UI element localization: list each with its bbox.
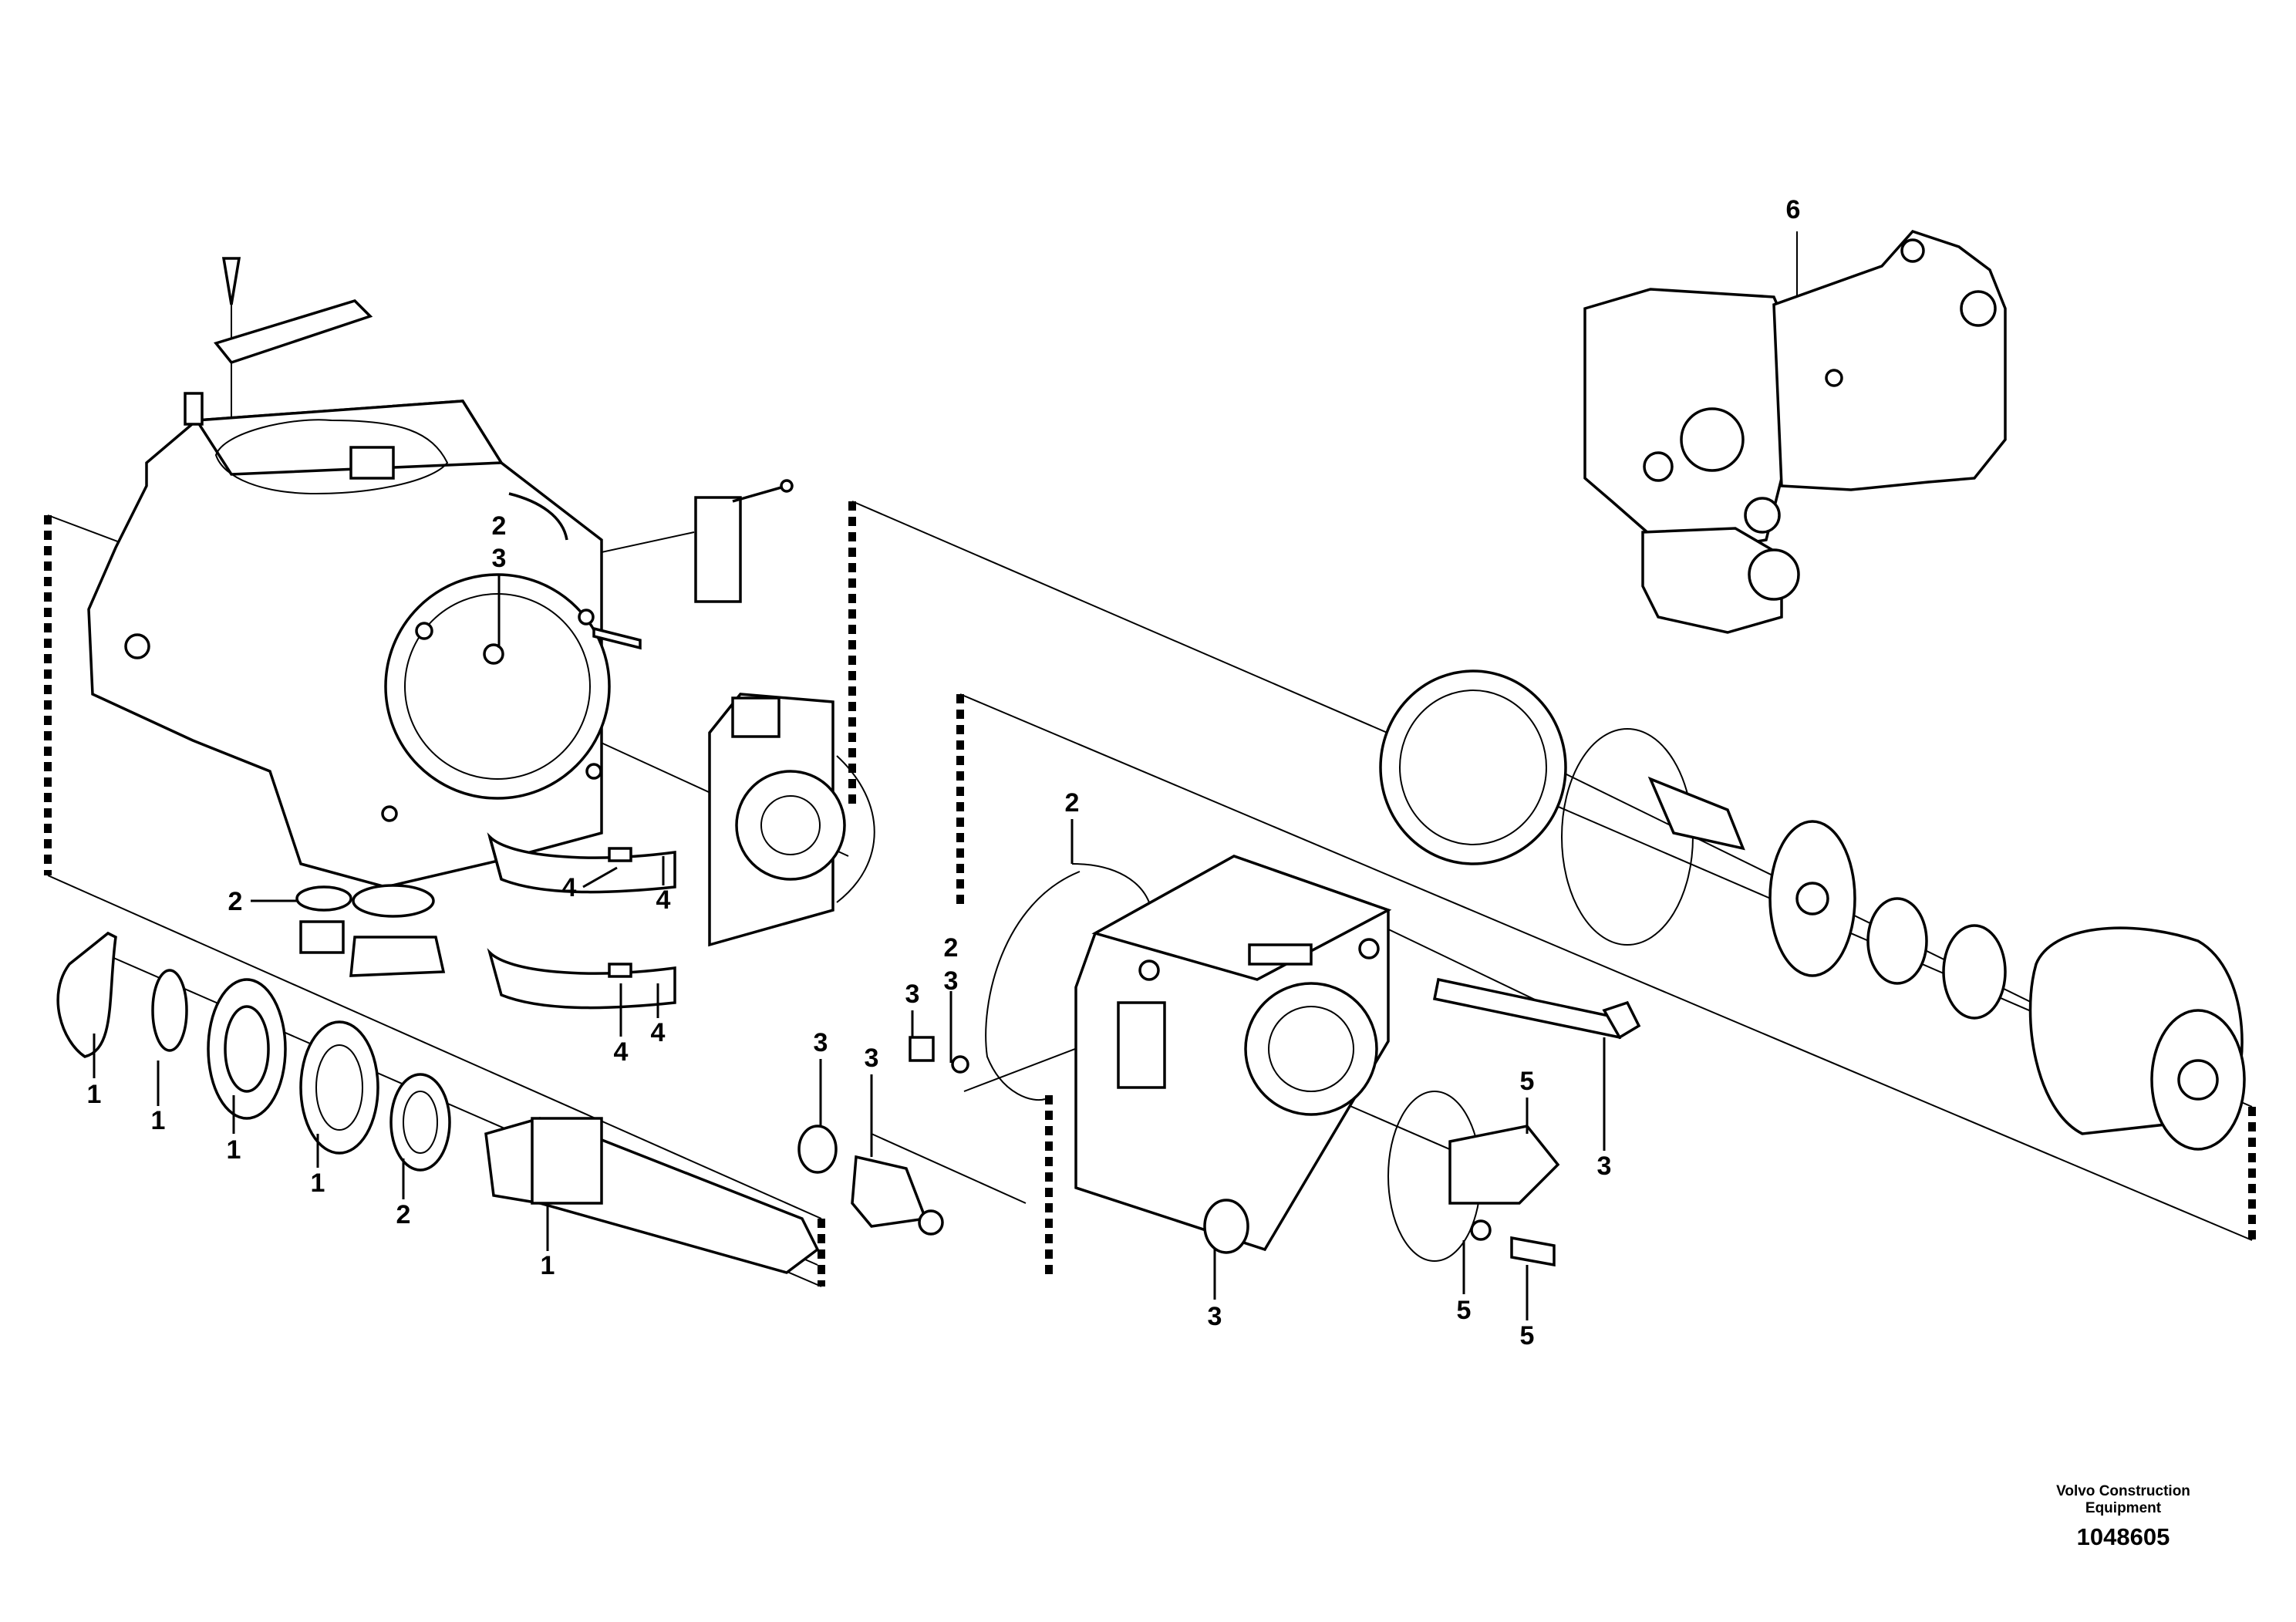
swash-plate-assembly xyxy=(487,693,875,1010)
callout-label: 1 xyxy=(227,1135,241,1165)
callout-label: 4 xyxy=(651,1018,666,1047)
callout-label: 6 xyxy=(1786,195,1801,224)
callout-label: 1 xyxy=(151,1106,166,1135)
control-valve-block xyxy=(1583,229,2007,634)
callout-label: 3 xyxy=(1597,1152,1612,1181)
publisher-credit: Volvo Construction Equipment 1048605 xyxy=(2038,1483,2208,1551)
company-name: Volvo Construction Equipment xyxy=(2056,1483,2190,1516)
callout-label: 5 xyxy=(1457,1296,1472,1325)
pump-housing xyxy=(87,400,611,889)
drive-shaft-group xyxy=(56,931,820,1274)
callout-label: 4 xyxy=(656,885,671,915)
callout-label: 2 xyxy=(396,1200,411,1229)
callout-label: 3 xyxy=(944,966,959,996)
housing-seals xyxy=(295,884,446,977)
callout-label: 3 xyxy=(905,980,920,1009)
callout-label: 4 xyxy=(614,1037,629,1067)
document-number: 1048605 xyxy=(2076,1523,2170,1550)
callout-label: 3 xyxy=(865,1044,879,1073)
callout-label: 2 xyxy=(944,933,959,963)
callout-label: 1 xyxy=(541,1251,555,1280)
callout-label: 4 xyxy=(562,873,577,902)
centre-small-parts xyxy=(797,977,1641,1267)
callout-label: 5 xyxy=(1520,1067,1535,1096)
callout-label: 3 xyxy=(1208,1302,1222,1331)
housing-cover-parts xyxy=(184,257,794,650)
callout-label: 3 xyxy=(492,544,507,573)
callout-label: 2 xyxy=(228,887,243,916)
callout-label: 2 xyxy=(492,511,507,541)
callout-label: 1 xyxy=(311,1168,325,1198)
callout-label: 1 xyxy=(87,1080,102,1109)
callout-label: 2 xyxy=(1065,788,1080,818)
port-block xyxy=(985,855,1392,1254)
rotating-group xyxy=(1379,669,2246,1151)
item-callouts: 1 1 1 1 2 1 2 3 2 4 4 4 4 2 2 3 3 3 3 xyxy=(87,195,1801,1351)
callout-label: 3 xyxy=(814,1028,828,1057)
callout-label: 5 xyxy=(1520,1321,1535,1351)
